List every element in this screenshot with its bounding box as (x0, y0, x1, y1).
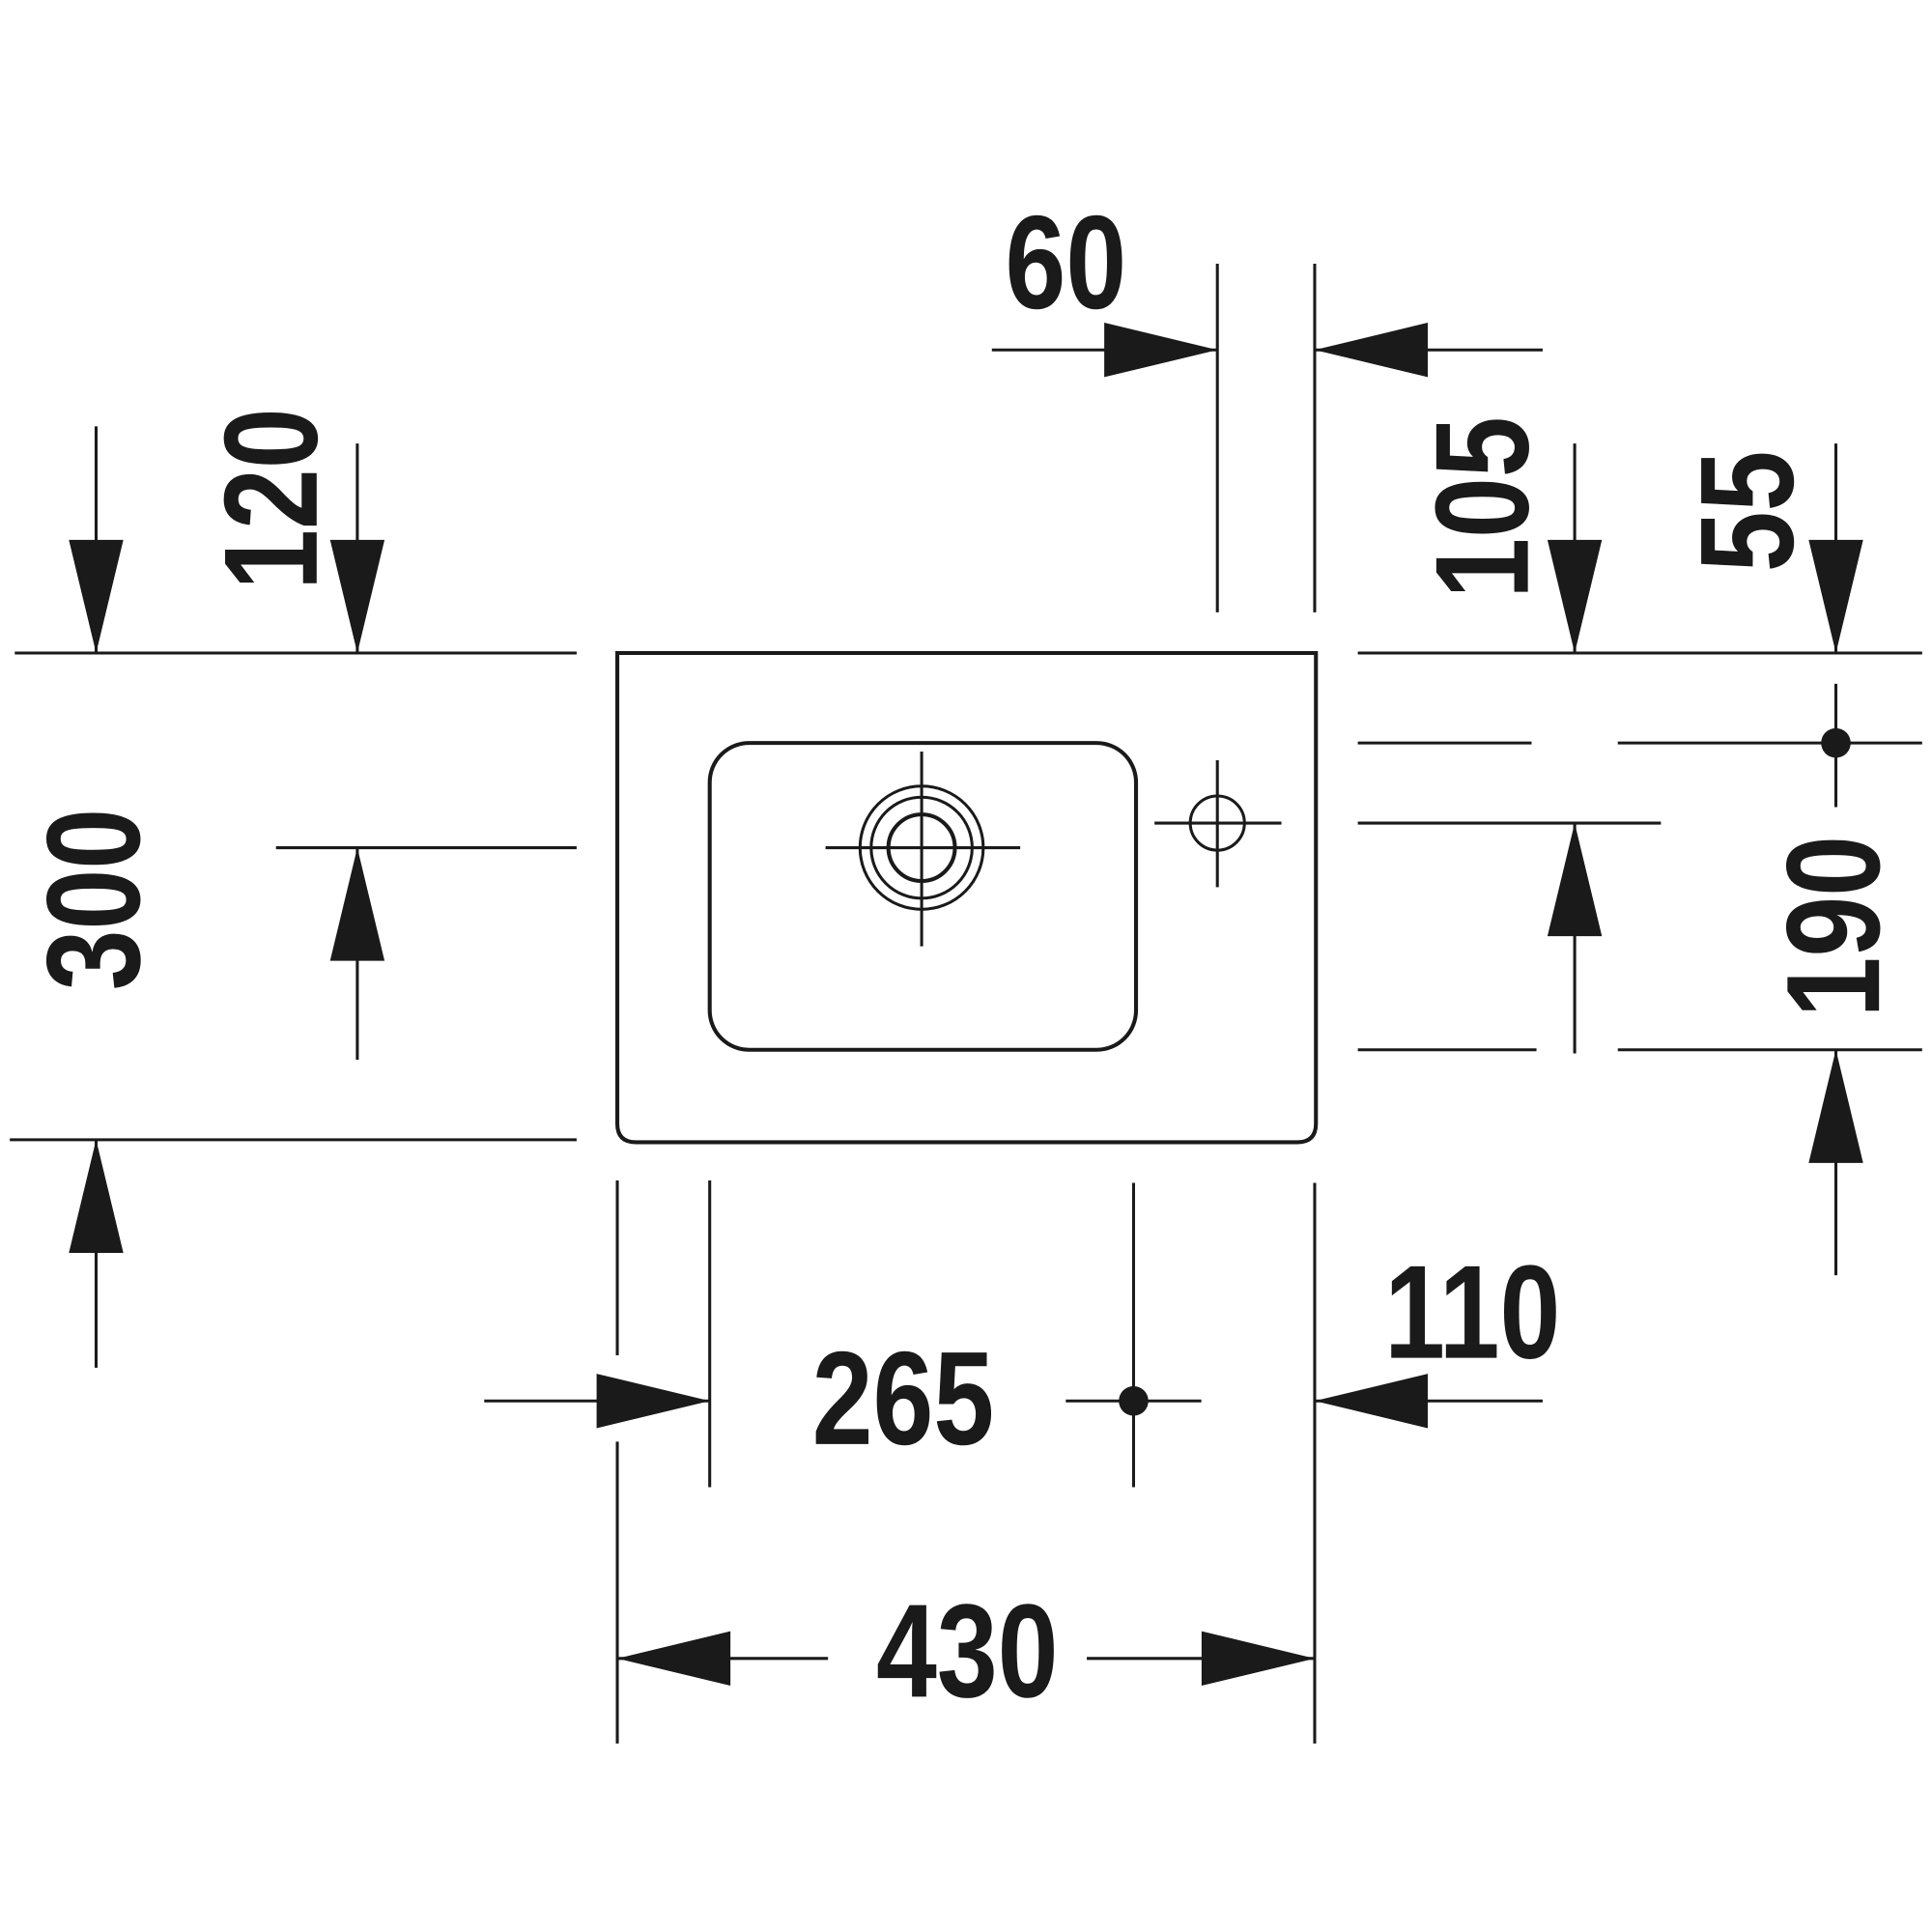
dimension-label: 120 (196, 408, 345, 589)
tap-hole-symbol (1154, 759, 1282, 888)
dimension-top-to-tap-hole: 105 (1407, 416, 1603, 1054)
dimension-top-to-drain: 120 (196, 408, 385, 1060)
dimension-label: 55 (1672, 451, 1821, 573)
dimension-overall-width: 430 (617, 1577, 1315, 1725)
dimension-dot (1119, 1385, 1149, 1416)
dimension-bowl-to-right-edge: 110 (1314, 1237, 1560, 1429)
dimension-label: 60 (1005, 187, 1126, 336)
dimension-tap-hole-offset: 60 (991, 187, 1543, 612)
dimension-bowl-depth: 190 (1758, 836, 1908, 1276)
dimension-label: 430 (876, 1577, 1058, 1725)
dimension-right-extension-lines (1357, 651, 1922, 1052)
dimension-overall-depth: 300 (18, 426, 168, 1368)
dimension-bottom-extension-lines (615, 1179, 1317, 1744)
dimension-label: 300 (18, 809, 167, 990)
drain-symbol (825, 752, 1021, 947)
dimension-label: 190 (1758, 836, 1907, 1017)
dimension-label: 265 (812, 1323, 994, 1472)
dimension-bowl-width: 265 (484, 1323, 1202, 1472)
dimension-label: 105 (1407, 416, 1556, 598)
bowl-outline (707, 741, 1139, 1052)
dimension-label: 110 (1384, 1237, 1560, 1386)
dimension-dot (1821, 727, 1851, 758)
dimension-top-to-bowl: 55 (1672, 443, 1863, 808)
basin-outline (614, 650, 1319, 1145)
